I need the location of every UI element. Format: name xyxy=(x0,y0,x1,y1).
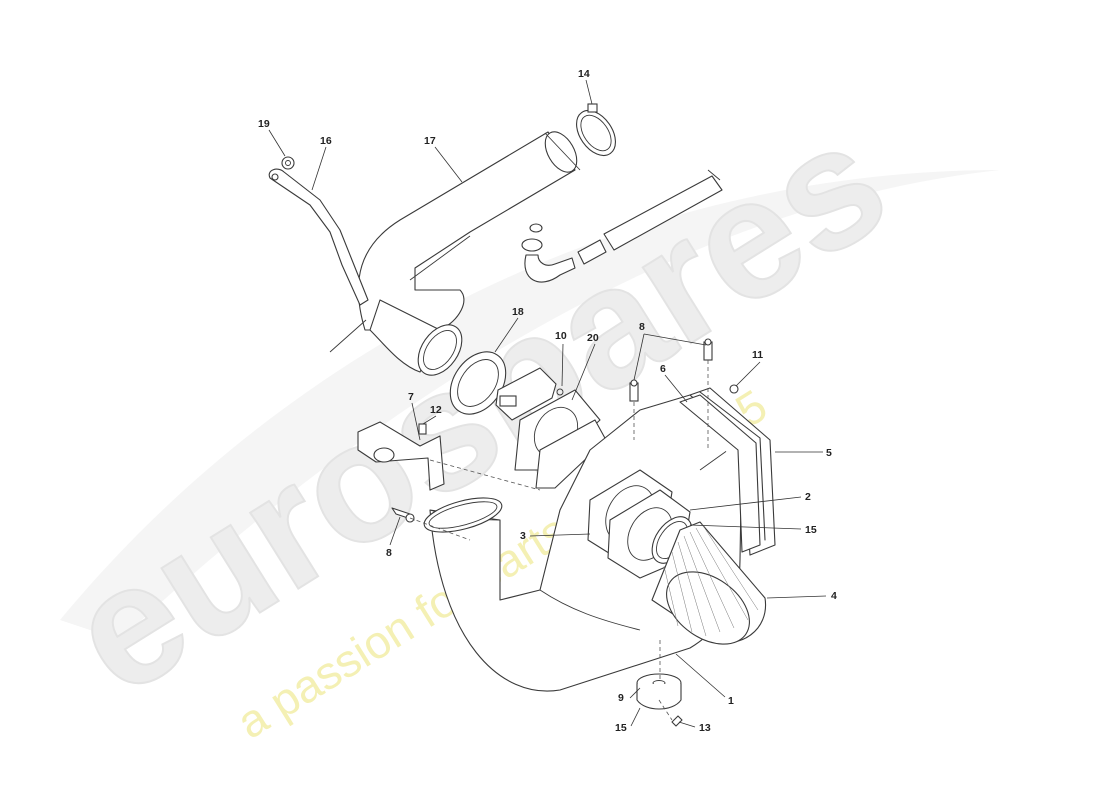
alignment-lines xyxy=(409,360,709,721)
callout-19: 19 xyxy=(258,118,270,130)
callout-1: 1 xyxy=(728,695,734,707)
part-6-gasket xyxy=(679,394,761,553)
callouts: 14 19 16 17 18 8 10 20 11 6 7 12 5 2 15 … xyxy=(258,68,837,734)
callout-15-top: 14 xyxy=(578,68,590,80)
callout-9: 9 xyxy=(618,692,624,704)
part-16-bracket xyxy=(268,168,369,353)
callout-8-left: 8 xyxy=(386,547,392,559)
part-11-screw xyxy=(729,384,739,394)
callout-3: 3 xyxy=(520,530,526,542)
callout-17: 17 xyxy=(424,135,436,147)
callout-8-upper: 8 xyxy=(639,321,645,333)
callout-2: 2 xyxy=(805,491,811,503)
part-17-intake-tube xyxy=(357,131,581,373)
callout-15-lower: 15 xyxy=(805,524,817,536)
callout-6: 6 xyxy=(660,363,666,375)
part-14-rubber-mount xyxy=(636,683,682,710)
part-15-hose-clamp-top xyxy=(576,103,616,156)
part-1-air-box xyxy=(423,394,743,692)
part-4-cone-air-filter xyxy=(651,521,767,645)
callout-7: 7 xyxy=(408,391,414,403)
part-7-bracket xyxy=(357,421,445,491)
part-19-nut xyxy=(281,156,295,170)
callout-10: 10 xyxy=(555,330,567,342)
callout-11: 11 xyxy=(752,349,763,361)
part-18-coupling xyxy=(417,324,507,415)
part-10-mass-air-sensor xyxy=(495,367,564,421)
callout-4: 4 xyxy=(831,590,837,602)
part-20-gasket xyxy=(514,389,607,489)
callout-13: 13 xyxy=(699,722,711,734)
part-13-screw xyxy=(671,715,683,727)
callout-14: 15 xyxy=(615,722,627,734)
breather-hoses xyxy=(521,169,723,283)
leader-lines xyxy=(268,79,827,728)
callout-16: 16 xyxy=(320,135,332,147)
part-12-bolt xyxy=(418,423,427,435)
callout-12: 12 xyxy=(430,404,442,416)
callout-5: 5 xyxy=(826,447,832,459)
callout-20: 20 xyxy=(587,332,599,344)
callout-18: 18 xyxy=(512,306,524,318)
